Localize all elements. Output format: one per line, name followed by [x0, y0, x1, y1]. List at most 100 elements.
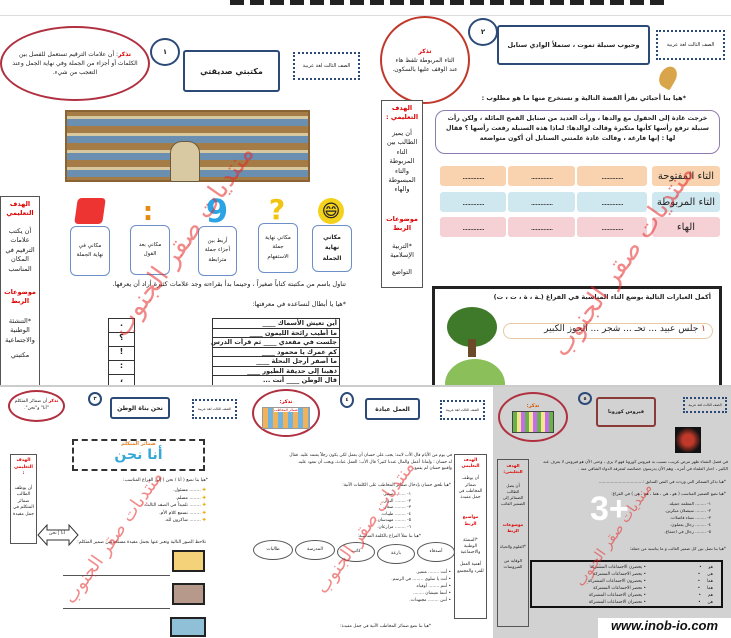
links-title: موضوعات الربط [386, 214, 418, 233]
exercise-sentence: جلس عبيد ... تحـ ... شجر ... الجوز الكبي… [544, 324, 699, 334]
mark: : [109, 361, 134, 375]
word: طالبات [266, 546, 280, 552]
item-text: ........ تلميذاً في الصف الثالث. [143, 503, 201, 508]
answer-line[interactable] [63, 575, 170, 576]
picture-boy [172, 550, 205, 572]
value-text: التواضع [392, 268, 412, 277]
sentence-row: أين تعيش الأسماك ____ [213, 319, 339, 329]
globe-image [445, 359, 505, 385]
worksheet-lesson-3: تذكر أن ضمائر المتكلم "أنا" و"نحن". ٣ نح… [0, 387, 246, 638]
word-cloud: طالبات [253, 540, 293, 560]
divider [0, 385, 731, 387]
answer-cell[interactable]: .............. [577, 217, 647, 237]
answer-cell[interactable]: .............. [577, 192, 647, 212]
answer-cell[interactable]: .............. [440, 192, 506, 212]
sentence-row: ذهبنا إلى حديقة الطيور ____ [213, 367, 339, 376]
answer-cell[interactable]: .............. [440, 217, 506, 237]
more-pages-badge[interactable]: 3+ [590, 490, 629, 528]
grade-label: الصف الثالث لغة عربية [688, 403, 722, 407]
girl-reading-image [170, 141, 200, 182]
match-sentence: • يحضرون الاجتماعات المشتركة [587, 579, 646, 584]
pronoun: هما • [697, 586, 713, 591]
fill-list: ١- ........ صغير. ٢- ........ البراز. ٣-… [376, 492, 411, 531]
lesson-number: ٣ [88, 392, 102, 406]
sentence-row: جلست في مقعدي ____ ثم قرأت الدرس [210, 338, 339, 348]
arrow-label: أنا [60, 531, 65, 536]
instruction-text-2: *هيا بنا نملأ الفراغ بالكلمة المناسبة: [357, 534, 421, 539]
remember-text: التاء المربوطة تلفظ هاء عند الوقف عليها … [392, 56, 458, 73]
lesson-number: ٢ [468, 18, 498, 46]
story-text: في يوم من الأيام قال الأب لابنه: يجب على… [289, 453, 452, 471]
grade-box: الصف الثالث لغة عربية [192, 399, 237, 419]
lesson-title: نحن بناة الوطن [110, 397, 170, 419]
pronoun: هي • [697, 572, 713, 577]
goal-title: الهدف التعليمي [6, 200, 34, 218]
list-item: ١- ........ المعلمة جميلة. [668, 501, 711, 506]
divider [0, 15, 731, 16]
lesson-number: ٥ [578, 392, 592, 405]
punctuation-box-period: مكاني نهاية الجملة [312, 225, 352, 272]
list-item: ✚ ........ مسئول. [173, 488, 206, 493]
grade-label: الصف الثالث لغة عربية [445, 408, 480, 412]
sidebar-goals: الهدف التعليمي: أن يصل الطالب الضمائر إل… [497, 459, 529, 627]
blank: .............. [462, 197, 485, 207]
blank: .............. [601, 197, 624, 207]
mark: ! [109, 347, 134, 361]
question-2: *هيا نضع الضمير المناسب ( هو ، هي ، هما … [611, 491, 726, 496]
extra-text: أهمية العمل للفرد والمجتمع [457, 562, 484, 574]
list-item: ✚ ........ مسلم. [175, 495, 206, 501]
colon-character-icon: : [142, 197, 154, 227]
punctuation-box-comma: أربط بين أجزاء جملة مترابطة [198, 226, 237, 276]
fill-list: ✚ ........ مسئول. ✚ ........ مسلم. ✚ ...… [144, 487, 206, 525]
story-box: خرجت غادة إلى الحقول مع والدها ، ورأت ال… [435, 110, 720, 154]
mind-map-image [512, 410, 554, 433]
grade-box: الصف الثالث لغة عربية [440, 400, 485, 420]
lesson-number: ١ [150, 38, 180, 66]
list-item: • أنت يا سلوى ........ في الرسم. [391, 577, 451, 582]
pronoun: هما • [697, 579, 713, 584]
row-label-tied-taa: التاء المربوطة [652, 192, 720, 212]
item-text: ........ نسمع كلام الأم. [159, 510, 201, 516]
links-title: موضوعات الربط [502, 521, 524, 533]
instruction-text-2: نلاحظ الصور التالية ونعبر عنها بجمل مفيد… [77, 540, 206, 545]
blank: .............. [601, 171, 624, 181]
lesson-number-text: ٤ [345, 397, 349, 403]
match-sentence: • يحضران الاجتماعات المشتركة [588, 593, 646, 598]
word: كاتب [351, 548, 361, 554]
links-title: مواضيع الربط [462, 515, 479, 527]
punctuation-box-question: مكاني نهاية جملة الاستفهام [258, 223, 298, 273]
answer-line[interactable] [63, 608, 170, 609]
word: بارعة [391, 550, 401, 556]
blank: .............. [530, 171, 554, 181]
answer-cell[interactable]: .............. [508, 166, 575, 186]
answer-cell[interactable]: .............. [508, 192, 575, 212]
laughing-face-icon: 😄 [318, 198, 344, 224]
answer-cell[interactable]: .............. [577, 166, 647, 186]
question-1: *هيا نذكر الضمائر التي وردت في النص السا… [598, 479, 726, 484]
box-label: أربط بين أجزاء جملة مترابطة [204, 237, 231, 263]
goal-title: الهدف التعليمي: [503, 463, 523, 475]
banner-words: أنا نحن [114, 447, 163, 463]
site-watermark: www.inob-io.com [598, 618, 731, 638]
remember-text: أن ضمائر المتكلم "أنا" و"نحن". [14, 399, 49, 411]
blank: .............. [462, 222, 485, 232]
goal-text: أن يكتب علامات الترقيم في المكان المناسب [5, 226, 35, 273]
answer-cell[interactable]: .............. [440, 166, 506, 186]
list-item: • أنتم ........ أوفياء. [415, 584, 451, 589]
links-title: موضوعات الربط [4, 287, 36, 306]
sentences-table: أين تعيش الأسماك ____ ما أطيب رائحة اللي… [210, 318, 340, 385]
mark: ، [119, 375, 124, 384]
item-text: أنتما تعيشان ........ [413, 591, 448, 596]
list-item: ✚ ........ نسمع كلام الأم. [159, 510, 206, 516]
goal-text: أن يميز الطالب بين التاء المربوطة والتاء… [386, 128, 418, 194]
picture-park [170, 617, 206, 637]
punctuation-box-exclaim: مكاني في نهاية الجملة [70, 226, 110, 276]
double-arrow-icon: أنا | نحن [37, 523, 79, 547]
item-text: ........ شاكرون لله. [164, 518, 201, 523]
answer-cell[interactable]: .............. [508, 217, 575, 237]
lesson-number: ٤ [340, 392, 354, 408]
remember-cloud: تذكر: [498, 392, 568, 442]
lesson-title-text: العمل عبادة [375, 405, 410, 413]
blank: .............. [462, 171, 485, 181]
lesson-number-text: ٢ [480, 28, 486, 36]
